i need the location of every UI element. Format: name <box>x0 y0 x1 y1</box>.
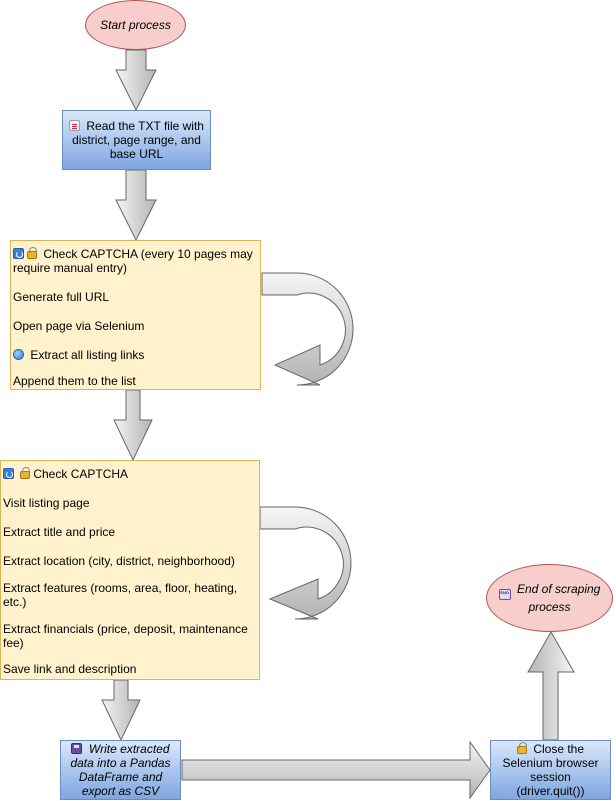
end-process-node: END End of scraping process <box>486 564 613 632</box>
read-txt-file-node: Read the TXT file with district, page ra… <box>62 110 211 170</box>
page-loop-generate-url-step: Generate full URL <box>13 290 258 304</box>
start-process-label: Start process <box>100 17 171 32</box>
page-loop-captcha-step: Check CAPTCHA (every 10 pages may requir… <box>13 247 258 275</box>
flow-arrow-page-loop-to-listing-loop <box>113 389 153 462</box>
listing-loop-node: Check CAPTCHA Visit listing page Extract… <box>0 460 260 680</box>
listing-loop-features-step: Extract features (rooms, area, floor, he… <box>3 581 257 609</box>
loop-icon <box>13 248 24 259</box>
end-process-label: End of scraping process <box>516 581 601 614</box>
loop-arrow-page-loop <box>261 272 354 386</box>
end-icon: END <box>498 588 511 600</box>
listing-loop-captcha-label: Check CAPTCHA <box>33 467 129 481</box>
read-txt-file-label: Read the TXT file with district, page ra… <box>72 119 204 161</box>
listing-loop-location-label: Extract location (city, district, neighb… <box>3 554 235 568</box>
start-process-node: Start process <box>85 0 186 50</box>
loop-icon <box>3 468 14 479</box>
write-csv-label: Write extracted data into a Pandas DataF… <box>70 742 171 798</box>
flow-arrow-listing-loop-to-write-csv <box>101 679 141 742</box>
listing-loop-title-price-label: Extract title and price <box>3 525 116 539</box>
end-icon-text: END <box>500 589 509 595</box>
flow-arrow-start-to-read <box>115 49 157 112</box>
page-loop-node: Check CAPTCHA (every 10 pages may requir… <box>10 240 261 390</box>
document-icon <box>69 120 81 131</box>
listing-loop-save-label: Save link and description <box>3 662 137 676</box>
listing-loop-features-label: Extract features (rooms, area, floor, he… <box>3 581 238 609</box>
page-loop-open-page-step: Open page via Selenium <box>13 319 258 333</box>
flow-arrow-write-csv-to-close-browser <box>181 740 491 800</box>
listing-loop-visit-step: Visit listing page <box>3 496 257 510</box>
loop-arrow-listing-loop <box>259 506 352 620</box>
flow-arrow-read-to-page-loop <box>115 169 157 242</box>
page-loop-extract-links-step: Extract all listing links <box>13 348 258 362</box>
save-icon <box>71 743 83 754</box>
write-csv-node: Write extracted data into a Pandas DataF… <box>60 740 181 800</box>
page-loop-open-page-label: Open page via Selenium <box>13 319 145 333</box>
listing-loop-visit-label: Visit listing page <box>3 496 90 510</box>
listing-loop-captcha-step: Check CAPTCHA <box>3 467 257 481</box>
listing-loop-save-step: Save link and description <box>3 662 257 676</box>
lock-icon <box>27 247 37 259</box>
listing-loop-location-step: Extract location (city, district, neighb… <box>3 554 257 568</box>
close-browser-label: Close the Selenium browser session (driv… <box>502 742 599 798</box>
listing-loop-financials-label: Extract financials (price, deposit, main… <box>3 622 248 650</box>
listing-loop-title-price-step: Extract title and price <box>3 525 257 539</box>
lock-icon <box>20 467 31 479</box>
page-loop-append-label: Append them to the list <box>13 374 136 388</box>
page-loop-generate-url-label: Generate full URL <box>13 290 110 304</box>
globe-icon <box>13 349 24 360</box>
page-loop-captcha-label: Check CAPTCHA (every 10 pages may requir… <box>13 247 253 275</box>
page-loop-extract-links-label: Extract all listing links <box>30 348 145 362</box>
close-browser-node: Close the Selenium browser session (driv… <box>490 740 611 800</box>
page-loop-append-step: Append them to the list <box>13 374 258 388</box>
flow-arrow-close-browser-to-end <box>527 630 575 741</box>
listing-loop-financials-step: Extract financials (price, deposit, main… <box>3 622 257 650</box>
lock-icon <box>516 742 527 754</box>
